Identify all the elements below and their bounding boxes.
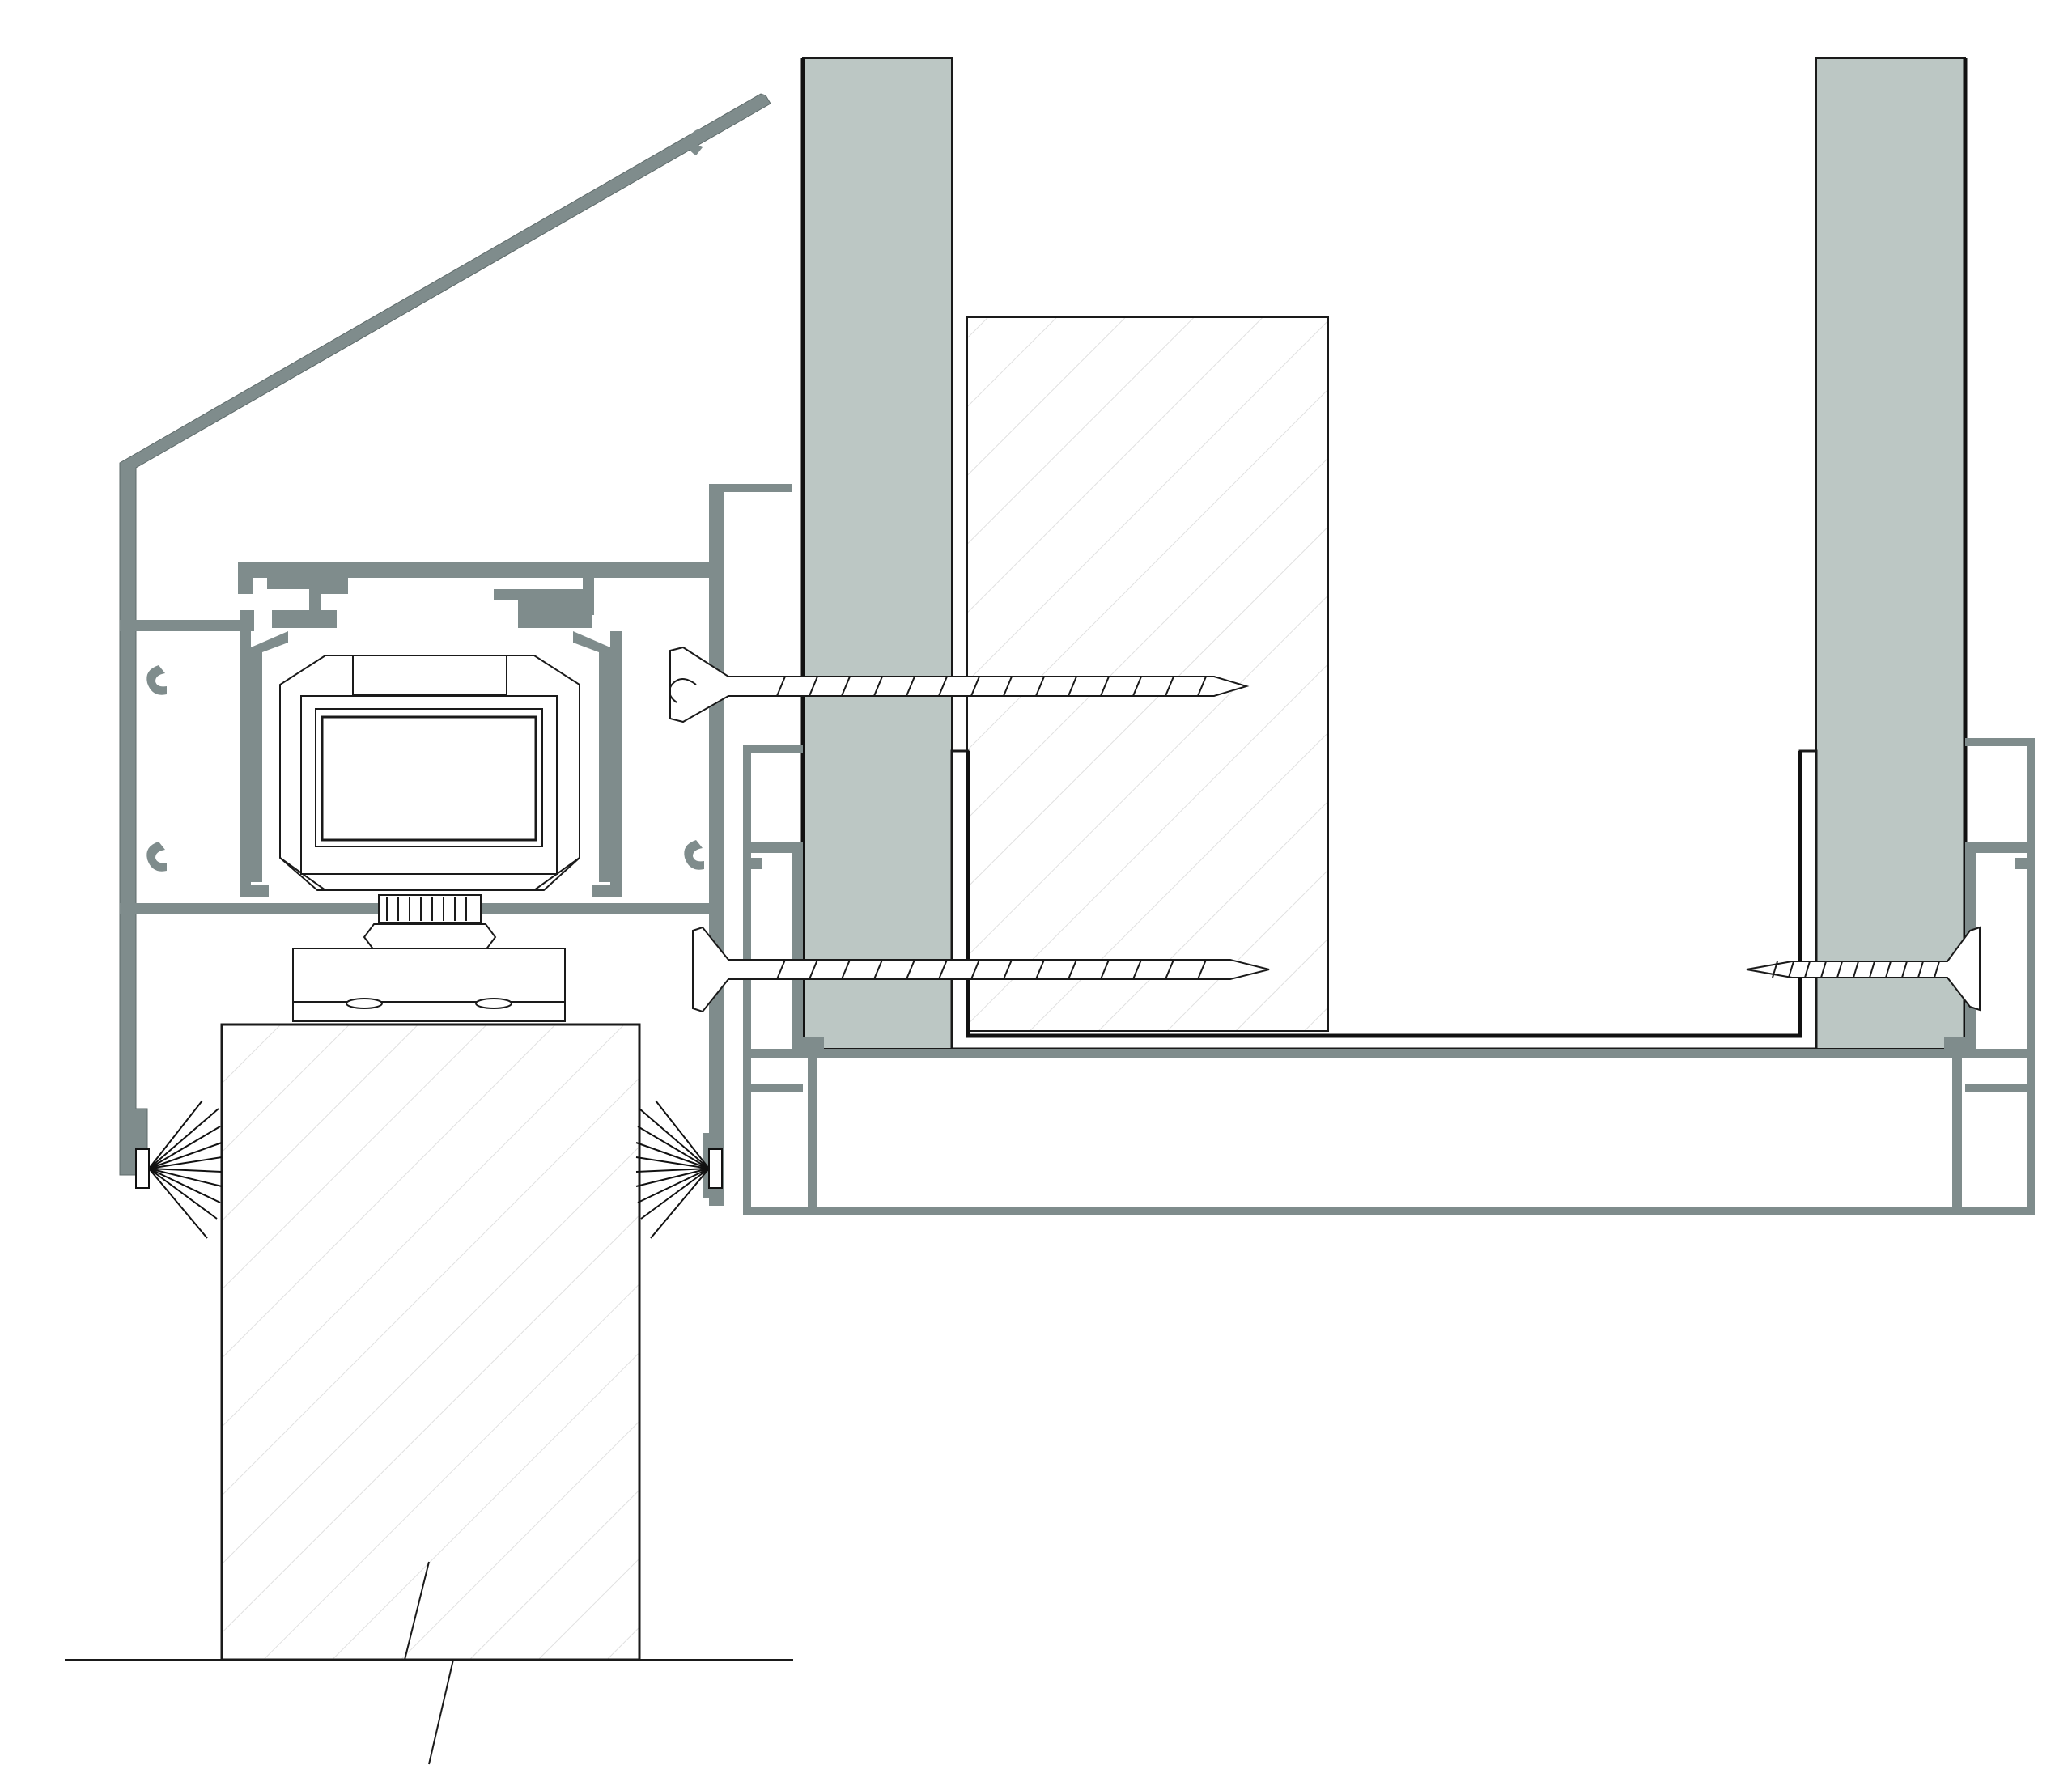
timber-block [966, 316, 1329, 1032]
screw-upper [669, 646, 1250, 723]
fascia-cover-clip [688, 129, 711, 155]
break-line [403, 1561, 455, 1765]
u-channel-inner-line [966, 751, 1802, 1038]
screw-right [1746, 926, 1981, 1012]
gypsum-board-left [802, 57, 953, 1050]
brush-seal-left [135, 1100, 223, 1239]
sliding-door-leaf [220, 1023, 641, 1661]
fascia-cover [119, 93, 771, 1176]
brush-seal-right [635, 1100, 723, 1239]
gypsum-board-right [1815, 57, 1966, 1050]
screw-lower [692, 926, 1270, 1013]
trolley-roller [279, 655, 580, 1022]
